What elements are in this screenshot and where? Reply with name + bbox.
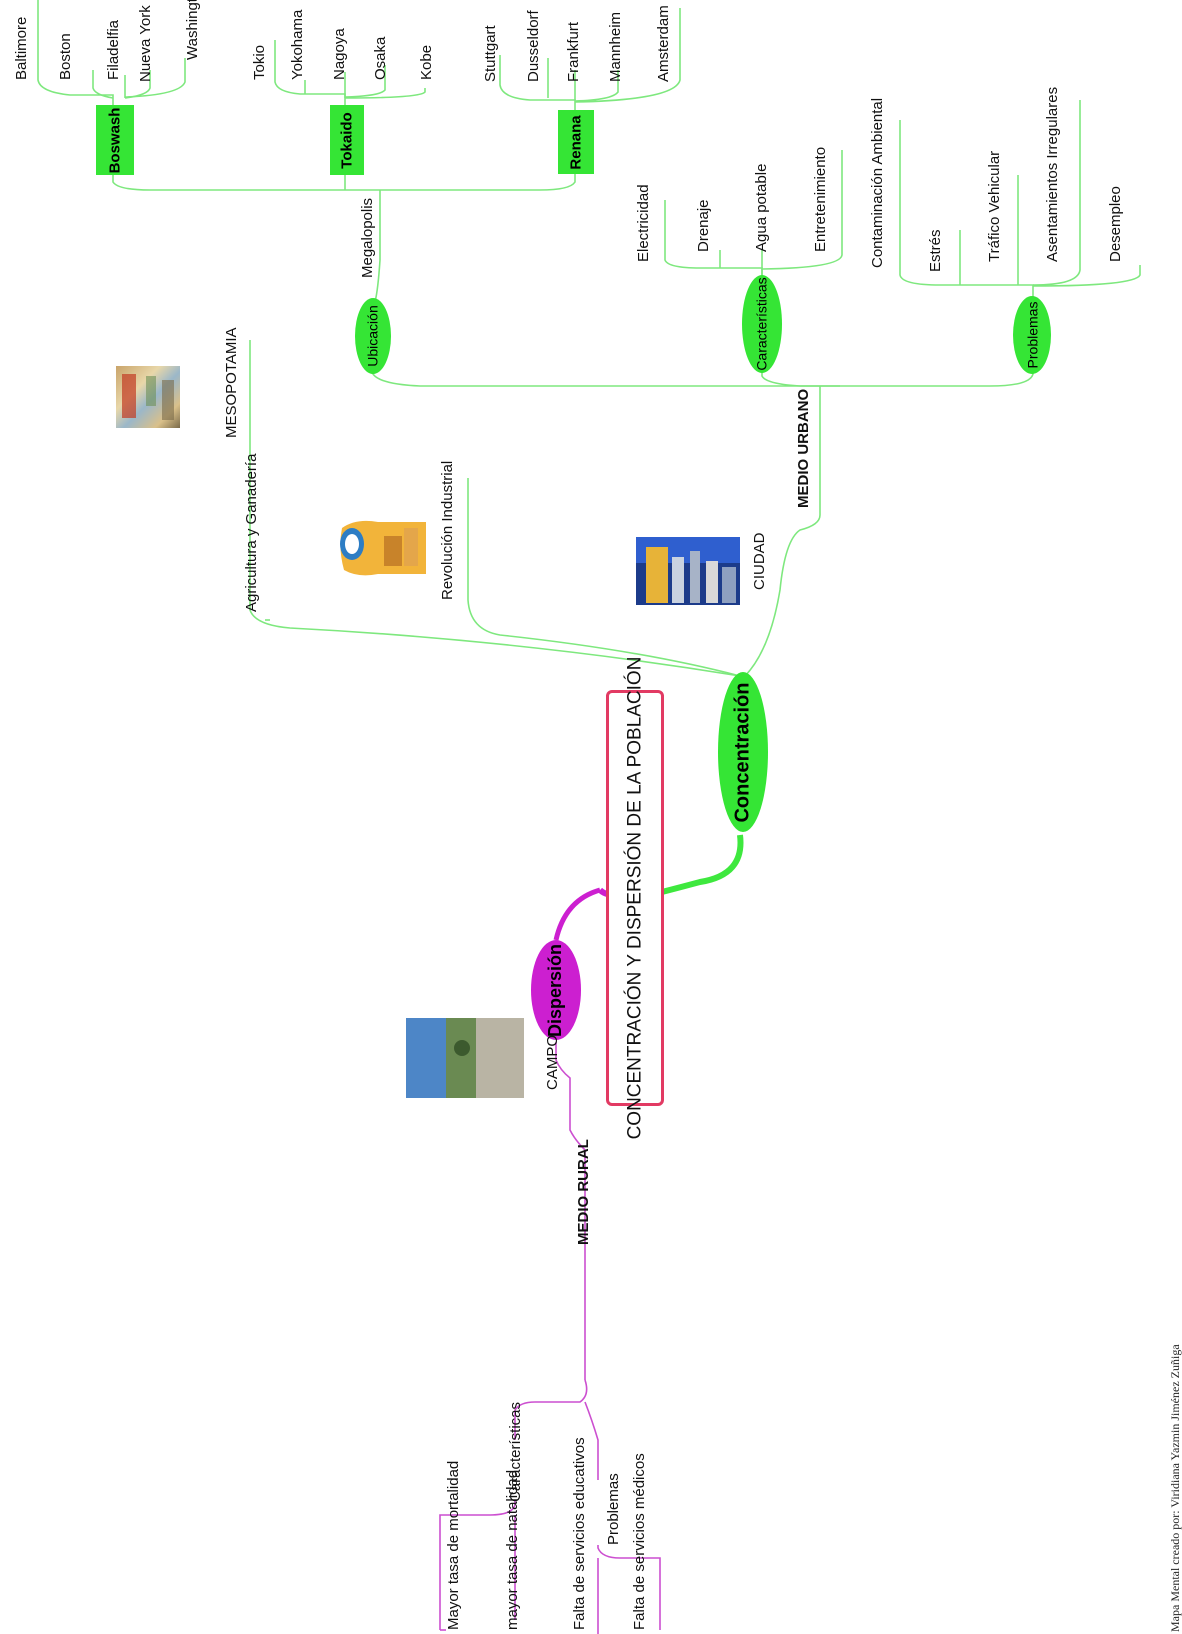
region-label: Tokaido — [338, 111, 356, 169]
revolucion-industrial-image — [338, 518, 428, 580]
city-label: Stuttgart — [482, 25, 499, 82]
city-label: Yokohama — [289, 9, 306, 80]
region-box-tokaido: Tokaido — [330, 105, 364, 175]
city-label: Tokio — [251, 44, 268, 80]
caracteristicas-item: Drenaje — [695, 199, 712, 252]
city-label: Dusseldorf — [525, 10, 542, 82]
region-box-renana: Renana — [558, 110, 594, 174]
caracteristicas-item: Agua potable — [753, 163, 770, 252]
city-label: Kobe — [418, 44, 435, 80]
ubicacion-node: Ubicación — [355, 298, 391, 374]
city-label: Baltimore — [13, 16, 30, 80]
mesopotamia-image — [116, 366, 180, 428]
rural-problemas-item: Falta de servicios educativos — [571, 1437, 588, 1630]
medio-urbano-label: MEDIO URBANO — [795, 388, 812, 508]
problemas-item: Asentamientos Irregulares — [1044, 86, 1061, 262]
ubicacion-label: Ubicación — [365, 305, 382, 367]
city-label: Washington — [184, 0, 201, 60]
city-label: Boston — [57, 33, 74, 80]
problemas-item: Tráfico Vehicular — [986, 150, 1003, 262]
region-label: Boswash — [106, 107, 124, 173]
countryside-picture — [406, 1018, 524, 1098]
campo-label: CAMPO — [544, 1034, 561, 1090]
credit-text: Mapa Mental creado por: Viridiana Yazmin… — [1168, 1344, 1182, 1632]
problemas-urbano-node: Problemas — [1013, 296, 1051, 374]
caracteristicas-item: Entretenimiento — [812, 146, 829, 252]
region-box-boswash: Boswash — [96, 105, 134, 175]
caracteristicas-urbano-node: Características — [742, 275, 782, 373]
title-text: CONCENTRACIÓN Y DISPERSIÓN DE LA POBLACI… — [624, 656, 646, 1140]
problemas-label: Problemas — [1024, 301, 1041, 369]
ciudad-image — [636, 537, 740, 605]
dispersion-label: Dispersión — [545, 943, 566, 1037]
city-label: Nagoya — [331, 28, 348, 80]
city-label: Mannheim — [607, 11, 624, 82]
region-label: Renana — [567, 114, 585, 170]
caracteristicas-label: Características — [754, 277, 771, 371]
concentracion-node: Concentración — [718, 672, 768, 832]
city-label: Osaka — [372, 36, 389, 80]
historia-revolucion: Revolución Industrial — [439, 460, 456, 600]
problemas-item: Desempleo — [1107, 186, 1124, 262]
dispersion-node: Dispersión — [531, 940, 581, 1040]
problemas-item: Contaminación Ambiental — [869, 97, 886, 268]
rural-problemas-item: Falta de servicios médicos — [631, 1453, 648, 1630]
caracteristicas-item: Electricidad — [635, 184, 652, 262]
rural-problemas-label: Problemas — [605, 1473, 622, 1545]
central-title: CONCENTRACIÓN Y DISPERSIÓN DE LA POBLACI… — [606, 657, 664, 1139]
medio-rural-label: MEDIO RURAL — [575, 1139, 592, 1245]
city-label: Nueva York — [137, 5, 154, 82]
mesopotamia-picture — [122, 374, 174, 420]
city-label: Filadelfia — [105, 19, 122, 80]
city-label: Amsterdam — [655, 5, 672, 82]
campo-image — [406, 1018, 524, 1098]
historia-mesopotamia: MESOPOTAMIA — [223, 327, 240, 438]
city-label: Frankfurt — [565, 21, 582, 82]
city-picture — [636, 537, 740, 605]
industrial-picture — [340, 520, 426, 576]
historia-agricultura: Agricultura y Ganadería — [243, 453, 260, 612]
problemas-item: Estrés — [927, 229, 944, 272]
ciudad-label: CIUDAD — [751, 532, 768, 590]
concentracion-label: Concentración — [731, 681, 754, 823]
rural-caracteristicas-item: mayor tasa de natalidad — [504, 1469, 521, 1630]
megalopolis-label: Megalopolis — [359, 197, 376, 278]
rural-caracteristicas-item: Mayor tasa de mortalidad — [445, 1460, 462, 1630]
